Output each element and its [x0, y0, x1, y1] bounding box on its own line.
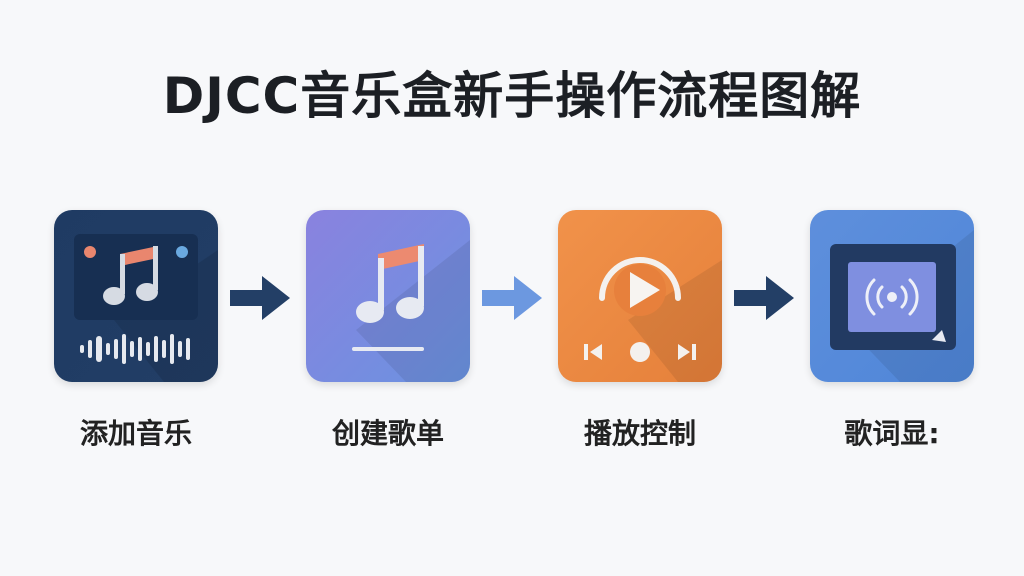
diagram-title: DJCC音乐盒新手操作流程图解 — [162, 67, 862, 125]
step-label-add-music: 添加音乐 — [79, 417, 192, 450]
music-note-waveform-icon — [54, 210, 218, 382]
step-label-playback-control: 播放控制 — [583, 417, 696, 450]
arrow-right-icon — [228, 272, 292, 328]
step-label-lyrics-display: 歌词显: — [844, 417, 940, 450]
step-lyrics-display[interactable] — [810, 210, 974, 382]
step-label-create-playlist: 创建歌单 — [331, 417, 444, 450]
arrow-right-icon — [732, 272, 796, 328]
broadcast-display-icon — [810, 210, 974, 382]
step-add-music[interactable] — [54, 210, 218, 382]
step-create-playlist[interactable] — [306, 210, 470, 382]
step-playback-control[interactable] — [558, 210, 722, 382]
play-controls-icon — [558, 210, 722, 382]
music-note-playlist-icon — [306, 210, 470, 382]
arrow-right-icon — [480, 272, 544, 328]
